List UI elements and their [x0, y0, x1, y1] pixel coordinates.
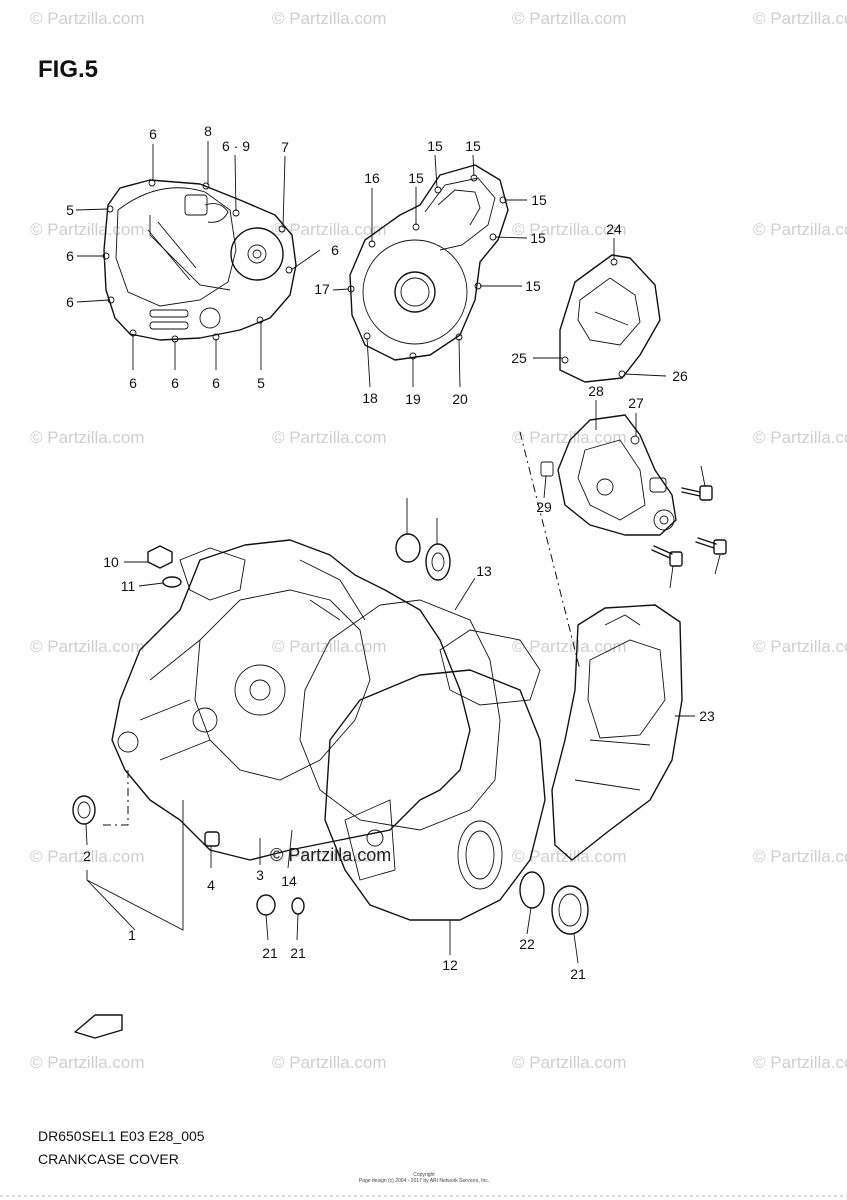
callout-15: 18: [362, 390, 378, 406]
watermark-text: © Partzilla.com: [753, 847, 847, 866]
callout-24: 29: [536, 499, 552, 515]
gearshift-cover-drawing: [540, 414, 677, 536]
callout-12: 12: [442, 957, 458, 973]
clutch-cover-drawing: [102, 179, 297, 343]
callout-21: 26: [672, 368, 688, 384]
callout-15: 15: [531, 192, 547, 208]
watermark-text: © Partzilla.com: [272, 847, 387, 866]
watermark-text: © Partzilla.com: [753, 1053, 847, 1072]
callout-6: 6: [331, 242, 339, 258]
callout-3: 3: [256, 867, 264, 883]
callout-15: 15: [427, 138, 443, 154]
callout-15: 17: [314, 281, 330, 297]
callout-13: 13: [476, 563, 492, 579]
callout-labels: 6 8 6 · 9 7 5 6 6 6 6 6 6 5 15 15 15 15 …: [66, 123, 715, 982]
plug-2-drawing: [72, 795, 96, 825]
callout-4: 4: [207, 877, 215, 893]
callout-10: 10: [103, 554, 119, 570]
watermark-text: © Partzilla.com: [30, 1053, 145, 1072]
callout-15: 15: [530, 230, 546, 246]
callout-11: 11: [121, 578, 136, 594]
watermark-text: © Partzilla.com: [30, 637, 145, 656]
fwd-arrow-icon: FWD: [74, 1014, 123, 1039]
callout-15: 20: [452, 391, 468, 407]
callout-15: 15: [525, 278, 541, 294]
watermark-text: © Partzilla.com: [272, 1053, 387, 1072]
model-code: DR650SEL1 E03 E28_005: [38, 1128, 205, 1144]
watermark-text: © Partzilla.com: [512, 1053, 627, 1072]
caption: CRANKCASE COVER: [38, 1151, 179, 1167]
callout-6-9: 6 · 9: [222, 138, 250, 154]
callout-8: 8: [204, 123, 212, 139]
watermark-text: © Partzilla.com: [512, 847, 627, 866]
copyright-line-2: Page design (c) 2004 - 2017 by ARI Netwo…: [359, 1178, 489, 1184]
watermark-text: © Partzilla.com: [272, 428, 387, 447]
bearing-circlip-drawing: [395, 533, 451, 581]
watermark-text: © Partzilla.com: [512, 9, 627, 28]
watermark-text: © Partzilla.com: [272, 637, 387, 656]
fwd-label: FWD: [96, 1016, 116, 1029]
callout-21: 25: [511, 350, 527, 366]
callout-6: 6: [212, 375, 220, 391]
callout-1: 1: [128, 927, 136, 943]
callout-21: 24: [606, 221, 622, 237]
watermark-text: © Partzilla.com: [753, 428, 847, 447]
bolts-drawing: [651, 485, 727, 567]
cap-18-drawing: [519, 871, 589, 935]
watermark-text: © Partzilla.com: [753, 9, 847, 28]
watermark-text: © Partzilla.com: [30, 220, 145, 239]
watermark-text: © Partzilla.com: [512, 637, 627, 656]
callout-2: 2: [83, 848, 91, 864]
callout-6: 6: [149, 126, 157, 142]
callout-5: 5: [66, 202, 74, 218]
watermark-text: © Partzilla.com: [272, 9, 387, 28]
callout-6: 6: [66, 294, 74, 310]
watermark-text: © Partzilla.com: [30, 428, 145, 447]
callout-16: 21: [262, 945, 278, 961]
callout-5: 5: [257, 375, 265, 391]
watermark-text: © Partzilla.com: [30, 847, 145, 866]
watermark-text: © Partzilla.com: [753, 220, 847, 239]
callout-6: 6: [129, 375, 137, 391]
watermark-text: © Partzilla.com: [753, 637, 847, 656]
copyright-line-1: Copyright: [413, 1172, 435, 1178]
callout-7: 7: [281, 139, 289, 155]
chain-guard-drawing: [551, 604, 683, 861]
callout-14: 14: [281, 873, 297, 889]
watermark-text: © Partzilla.com: [30, 9, 145, 28]
callout-15: 15: [465, 138, 481, 154]
watermark-text: © Partzilla.com: [512, 220, 627, 239]
callout-20: 23: [699, 708, 715, 724]
plug-16-drawing: [256, 894, 305, 916]
watermark-text: © Partzilla.com: [272, 220, 387, 239]
callout-22: 27: [628, 395, 644, 411]
callout-15: 19: [405, 391, 421, 407]
dashed-reference-lines: [100, 431, 581, 826]
callout-17: 21: [290, 945, 306, 961]
sprocket-cover-drawing: [559, 254, 661, 383]
watermark-layer: © Partzilla.com © Partzilla.com © Partzill…: [30, 9, 847, 1072]
callout-18: 21: [570, 966, 586, 982]
callout-15: 15: [408, 170, 424, 186]
callout-19: 22: [519, 936, 535, 952]
crankcase-drawing: [111, 539, 546, 921]
callout-6: 6: [171, 375, 179, 391]
callout-15: 16: [364, 170, 380, 186]
dowel-pin-drawing: [204, 831, 220, 847]
leader-lines: [75, 141, 721, 964]
center-watermark: © Partzilla.com: [270, 845, 391, 865]
callout-6: 6: [66, 248, 74, 264]
watermark-text: © Partzilla.com: [512, 428, 627, 447]
figure-title: FIG.5: [38, 56, 98, 83]
callout-23: 28: [588, 383, 604, 399]
oil-cap-drawing: [147, 545, 182, 588]
